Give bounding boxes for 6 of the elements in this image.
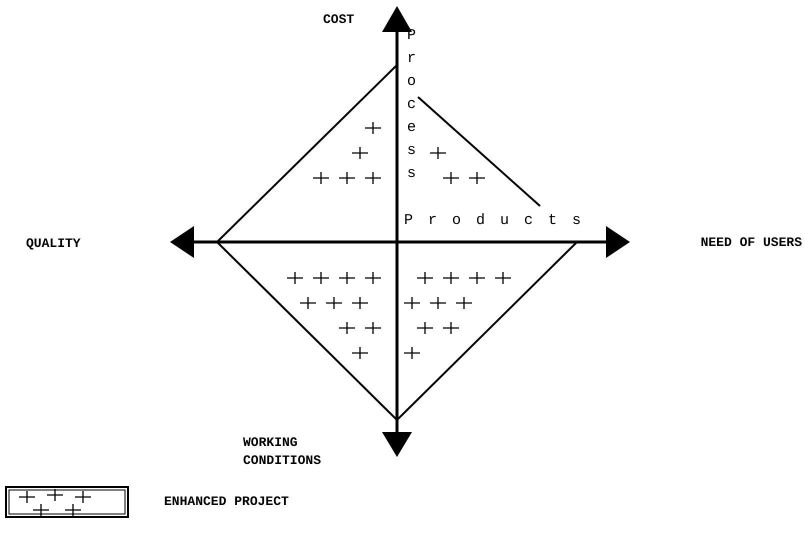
legend-label: ENHANCED PROJECT [164,493,289,512]
axis-label: WORKING CONDITIONS [243,434,322,470]
axis-caption: Products [404,211,596,231]
axis-label: QUALITY [26,235,81,253]
axis-label: NEED OF USERS [700,234,802,252]
axis-label: COST [323,11,354,29]
